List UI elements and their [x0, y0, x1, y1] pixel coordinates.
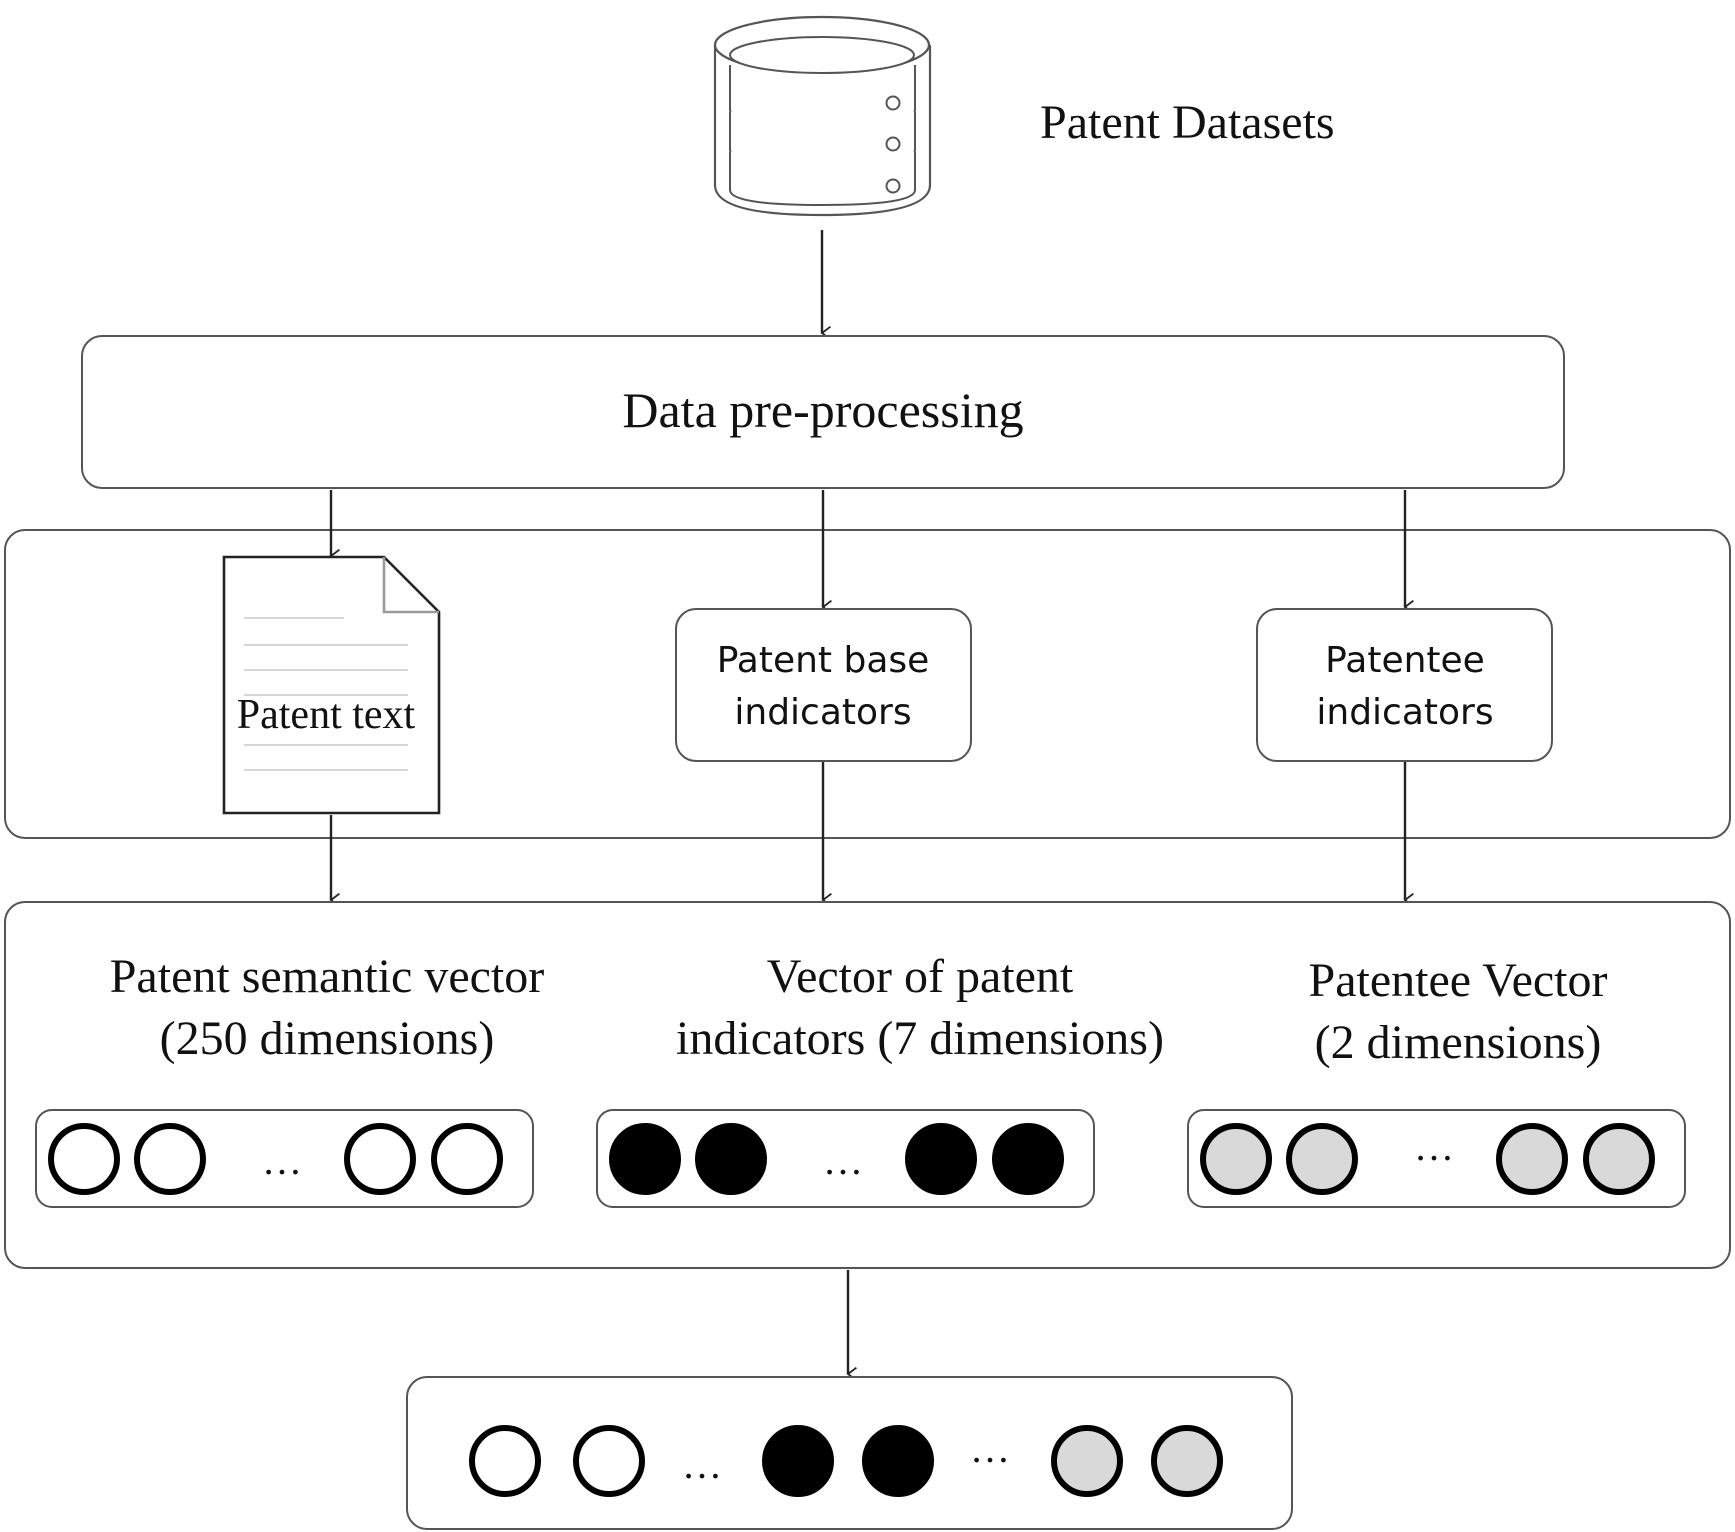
patentee-vector-line2: (2 dimensions) [1315, 1016, 1602, 1069]
datasets-label: Patent Datasets [1040, 96, 1335, 149]
indicator-vector-line2: indicators (7 dimensions) [676, 1012, 1164, 1065]
vector-circle-white [431, 1123, 503, 1195]
preprocessing-label: Data pre-processing [622, 382, 1023, 438]
patent-text-label: Patent text [237, 692, 416, 738]
patentee-indicators-line2: indicators [1316, 692, 1493, 733]
ellipsis: … [682, 1442, 722, 1487]
preprocessing-box [81, 335, 1565, 489]
base-indicators-line2: indicators [734, 692, 911, 733]
vector-circle-gray [1583, 1123, 1655, 1195]
vector-circle-white [134, 1123, 206, 1195]
vector-circle-black [992, 1123, 1064, 1195]
vector-circle-gray [1200, 1123, 1272, 1195]
semantic-vector-line2: (250 dimensions) [160, 1012, 495, 1065]
vector-circle-black [695, 1123, 767, 1195]
ellipsis: … [823, 1138, 863, 1183]
patentee-indicators-line1: Patentee [1325, 640, 1485, 681]
vector-circle-gray [1496, 1123, 1568, 1195]
document-icon [222, 555, 441, 815]
ellipsis: … [1414, 1124, 1454, 1169]
vector-circle-white [573, 1425, 645, 1497]
indicator-vector-line1: Vector of patent [767, 950, 1074, 1003]
ellipsis: … [262, 1138, 302, 1183]
vector-circle-gray [1051, 1425, 1123, 1497]
vector-circle-gray [1286, 1123, 1358, 1195]
vector-circle-white [344, 1123, 416, 1195]
vector-circle-white [469, 1425, 541, 1497]
vector-circle-white [48, 1123, 120, 1195]
semantic-vector-line1: Patent semantic vector [110, 950, 545, 1003]
ellipsis: … [970, 1426, 1010, 1471]
vector-circle-black [862, 1425, 934, 1497]
patentee-indicators-box [1256, 608, 1553, 762]
vector-circle-black [762, 1425, 834, 1497]
vector-circle-black [609, 1123, 681, 1195]
base-indicators-box [675, 608, 972, 762]
vector-circle-gray [1151, 1425, 1223, 1497]
database-icon [713, 15, 932, 217]
base-indicators-line1: Patent base [717, 640, 930, 681]
patentee-vector-line1: Patentee Vector [1309, 954, 1608, 1007]
vector-circle-black [905, 1123, 977, 1195]
